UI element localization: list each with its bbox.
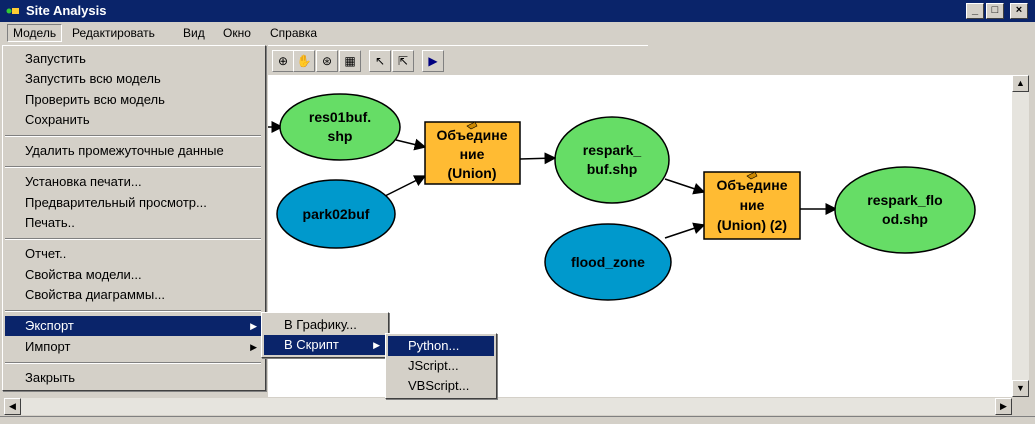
menu-item-import[interactable]: Импорт▶ bbox=[5, 337, 263, 357]
pan-hand-icon[interactable]: ✋ bbox=[293, 50, 315, 72]
full-extent-icon[interactable]: ⊛ bbox=[316, 50, 338, 72]
svg-text:Объедине: Объедине bbox=[716, 177, 787, 193]
menu-item-model-properties[interactable]: Свойства модели... bbox=[25, 267, 142, 282]
close-button[interactable]: × bbox=[1010, 3, 1028, 19]
submenu-arrow-icon: ▶ bbox=[373, 340, 380, 350]
horizontal-scrollbar[interactable]: ◀ ▶ bbox=[4, 398, 1012, 415]
svg-text:ние: ние bbox=[460, 146, 485, 162]
menu-help[interactable]: Справка bbox=[270, 26, 318, 40]
tool-hammer-icon bbox=[746, 171, 758, 180]
submenu-arrow-icon: ▶ bbox=[250, 321, 257, 331]
connector-line bbox=[664, 178, 706, 195]
menu-item-report[interactable]: Отчет.. bbox=[25, 246, 67, 261]
menu-edit[interactable]: Редактировать bbox=[72, 26, 155, 40]
connector-line bbox=[519, 152, 557, 165]
select-pointer-icon[interactable]: ↖ bbox=[369, 50, 391, 72]
svg-text:respark_flo: respark_flo bbox=[867, 192, 942, 208]
connect-icon[interactable]: ⇱ bbox=[392, 50, 414, 72]
node-flood-zone[interactable]: flood_zone bbox=[544, 223, 672, 301]
menu-item-save[interactable]: Сохранить bbox=[25, 112, 90, 127]
resize-grip[interactable] bbox=[1013, 398, 1030, 415]
menu-item-jscript[interactable]: JScript... bbox=[408, 358, 459, 373]
model-menu: Запустить Запустить всю модель Проверить… bbox=[2, 45, 266, 391]
menu-window[interactable]: Окно bbox=[223, 26, 251, 40]
script-submenu: Python... JScript... VBScript... bbox=[385, 333, 497, 399]
menu-separator bbox=[5, 166, 261, 168]
app-icon bbox=[6, 8, 19, 14]
node-union-tool-2[interactable]: Объедине ние (Union) (2) bbox=[703, 171, 801, 240]
svg-text:res01buf.: res01buf. bbox=[309, 109, 371, 125]
svg-text:(Union) (2): (Union) (2) bbox=[717, 217, 787, 233]
menu-separator bbox=[5, 310, 261, 312]
grid-icon[interactable]: ▦ bbox=[339, 50, 361, 72]
svg-text:Объедине: Объедине bbox=[436, 127, 507, 143]
tool-hammer-icon bbox=[466, 121, 478, 130]
svg-text:park02buf: park02buf bbox=[303, 206, 370, 222]
node-respark-buf[interactable]: respark_ buf.shp bbox=[554, 116, 670, 204]
svg-text:flood_zone: flood_zone bbox=[571, 254, 645, 270]
svg-text:ние: ние bbox=[740, 197, 765, 213]
menu-separator bbox=[5, 135, 261, 137]
zoom-in-icon[interactable]: ⊕ bbox=[272, 50, 294, 72]
menu-separator bbox=[5, 362, 261, 364]
scroll-up-icon[interactable]: ▲ bbox=[1012, 75, 1029, 92]
connector-line bbox=[395, 138, 427, 151]
window-title: Site Analysis bbox=[26, 3, 107, 18]
node-respark-flood[interactable]: respark_flo od.shp bbox=[834, 166, 976, 254]
submenu-arrow-icon: ▶ bbox=[250, 342, 257, 352]
menu-item-to-graphic[interactable]: В Графику... bbox=[284, 317, 357, 332]
title-bar: Site Analysis _ □ × bbox=[0, 0, 1035, 22]
menu-item-print[interactable]: Печать.. bbox=[25, 215, 75, 230]
menu-item-to-script[interactable]: В Скрипт▶ bbox=[264, 335, 386, 355]
minimize-button[interactable]: _ bbox=[966, 3, 984, 19]
node-park02buf[interactable]: park02buf bbox=[276, 179, 396, 249]
maximize-button[interactable]: □ bbox=[986, 3, 1004, 19]
menu-item-export[interactable]: Экспорт▶ bbox=[5, 316, 263, 336]
model-diagram: res01buf. shp park02buf Объедине ние (Un… bbox=[268, 93, 976, 301]
menu-separator bbox=[5, 238, 261, 240]
svg-text:respark_: respark_ bbox=[583, 142, 642, 158]
menu-item-python[interactable]: Python... bbox=[388, 336, 494, 356]
connector-line bbox=[384, 175, 427, 197]
status-strip bbox=[0, 416, 1035, 424]
toolbar: ⊕ ✋ ⊛ ▦ ↖ ⇱ ▶ bbox=[268, 48, 648, 74]
menu-item-print-preview[interactable]: Предварительный просмотр... bbox=[25, 195, 207, 210]
node-res01buf[interactable]: res01buf. shp bbox=[279, 93, 401, 161]
menu-item-validate-model[interactable]: Проверить всю модель bbox=[25, 92, 165, 107]
svg-text:buf.shp: buf.shp bbox=[587, 161, 638, 177]
menu-model[interactable]: Модель bbox=[7, 24, 63, 42]
menu-item-run-entire-model[interactable]: Запустить всю модель bbox=[25, 71, 161, 86]
menu-bar: Модель Редактировать Вид Окно Справка bbox=[0, 22, 1035, 44]
vertical-scrollbar[interactable]: ▲ ▼ bbox=[1012, 75, 1029, 397]
svg-text:od.shp: od.shp bbox=[882, 211, 928, 227]
connector-line bbox=[664, 222, 706, 239]
toolbar-separator bbox=[268, 45, 648, 46]
menu-item-delete-intermediate[interactable]: Удалить промежуточные данные bbox=[25, 143, 224, 158]
scroll-down-icon[interactable]: ▼ bbox=[1012, 380, 1029, 397]
menu-item-run[interactable]: Запустить bbox=[25, 51, 86, 66]
export-submenu: В Графику... В Скрипт▶ bbox=[261, 312, 389, 358]
svg-text:(Union): (Union) bbox=[448, 165, 497, 181]
menu-item-close[interactable]: Закрыть bbox=[25, 370, 76, 385]
menu-view[interactable]: Вид bbox=[183, 26, 205, 40]
node-union-tool[interactable]: Объедине ние (Union) bbox=[424, 121, 521, 185]
menu-item-print-setup[interactable]: Установка печати... bbox=[25, 174, 142, 189]
menu-item-vbscript[interactable]: VBScript... bbox=[408, 378, 470, 393]
scroll-right-icon[interactable]: ▶ bbox=[995, 398, 1012, 415]
svg-text:shp: shp bbox=[328, 128, 353, 144]
menu-item-diagram-properties[interactable]: Свойства диаграммы... bbox=[25, 287, 166, 302]
run-icon[interactable]: ▶ bbox=[422, 50, 444, 72]
scroll-left-icon[interactable]: ◀ bbox=[4, 398, 21, 415]
